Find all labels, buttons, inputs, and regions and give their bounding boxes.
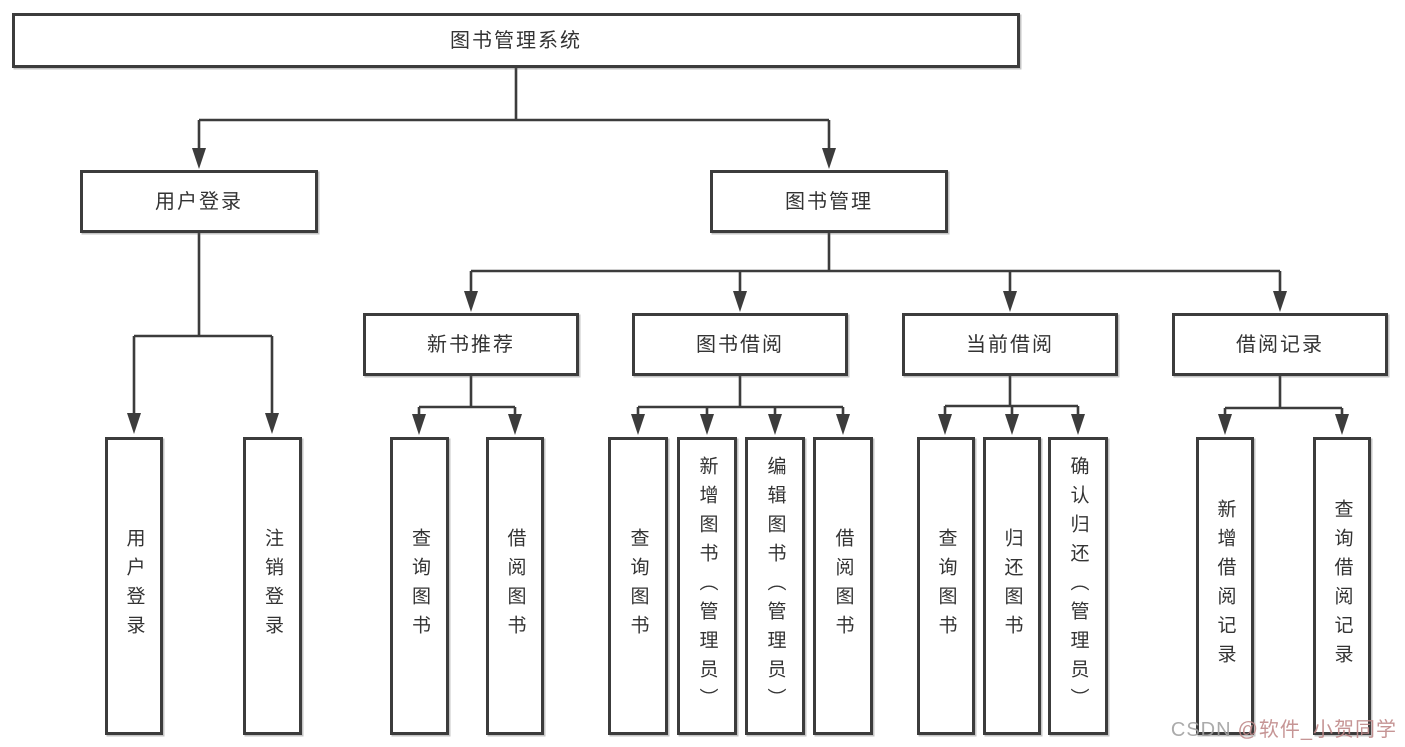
leaf-query-borrow-record: 查询借阅记录 xyxy=(1313,437,1371,735)
node-book-borrow: 图书借阅 xyxy=(632,313,848,376)
node-user-login-branch: 用户登录 xyxy=(80,170,318,233)
leaf-user-login: 用户登录 xyxy=(105,437,163,735)
leaf-borrow-books: 借阅图书 xyxy=(813,437,873,735)
node-new-book-recommend: 新书推荐 xyxy=(363,313,579,376)
leaf-edit-books-admin: 编辑图书（管理员） xyxy=(745,437,805,735)
leaf-borrow-query-books: 查询图书 xyxy=(608,437,668,735)
node-book-management-branch: 图书管理 xyxy=(710,170,948,233)
leaf-logout: 注销登录 xyxy=(243,437,302,735)
leaf-confirm-return-admin: 确认归还（管理员） xyxy=(1048,437,1108,735)
leaf-return-books: 归还图书 xyxy=(983,437,1041,735)
node-current-borrow: 当前借阅 xyxy=(902,313,1118,376)
leaf-add-books-admin: 新增图书（管理员） xyxy=(677,437,737,735)
leaf-add-borrow-record: 新增借阅记录 xyxy=(1196,437,1254,735)
leaf-current-query-books: 查询图书 xyxy=(917,437,975,735)
leaf-recommend-query-books: 查询图书 xyxy=(390,437,449,735)
node-borrow-records: 借阅记录 xyxy=(1172,313,1388,376)
node-root-system: 图书管理系统 xyxy=(12,13,1020,68)
leaf-recommend-borrow-books: 借阅图书 xyxy=(486,437,544,735)
